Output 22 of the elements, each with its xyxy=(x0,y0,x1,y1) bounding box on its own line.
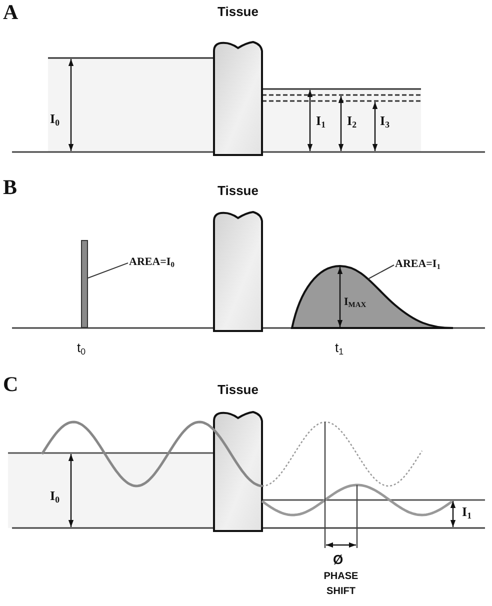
pulse-bar xyxy=(81,240,88,328)
dimension-label: I$_{2}$ xyxy=(347,114,356,127)
phase-symbol: Ø xyxy=(333,553,344,566)
phase-label: PHASE SHIFT xyxy=(322,570,360,598)
tissue-label: Tissue xyxy=(218,382,258,397)
dimension-label: I$_{3}$ xyxy=(380,114,390,127)
panel-letter: A xyxy=(3,2,18,23)
time-label: t$_{1}$ xyxy=(335,341,344,354)
tissue-label: Tissue xyxy=(218,4,258,19)
dimension-label: I$_{1}$ xyxy=(316,114,326,127)
panel-letter: B xyxy=(3,177,18,198)
leader-line xyxy=(88,262,128,278)
dimension-label: I$_{0}$ xyxy=(50,489,60,502)
dimension-label: I$_{1}$ xyxy=(462,505,472,518)
tissue-label: Tissue xyxy=(218,183,258,198)
dimension-label: I$_{MAX}$ xyxy=(344,297,366,308)
dimension-label: I$_{0}$ xyxy=(50,112,60,125)
panel-letter: C xyxy=(3,374,18,395)
area-label: AREA=I$_{1}$ xyxy=(395,259,440,270)
area-label: AREA=I$_{0}$ xyxy=(129,257,174,268)
leader-line xyxy=(368,264,394,280)
time-label: t$_{0}$ xyxy=(77,341,86,354)
